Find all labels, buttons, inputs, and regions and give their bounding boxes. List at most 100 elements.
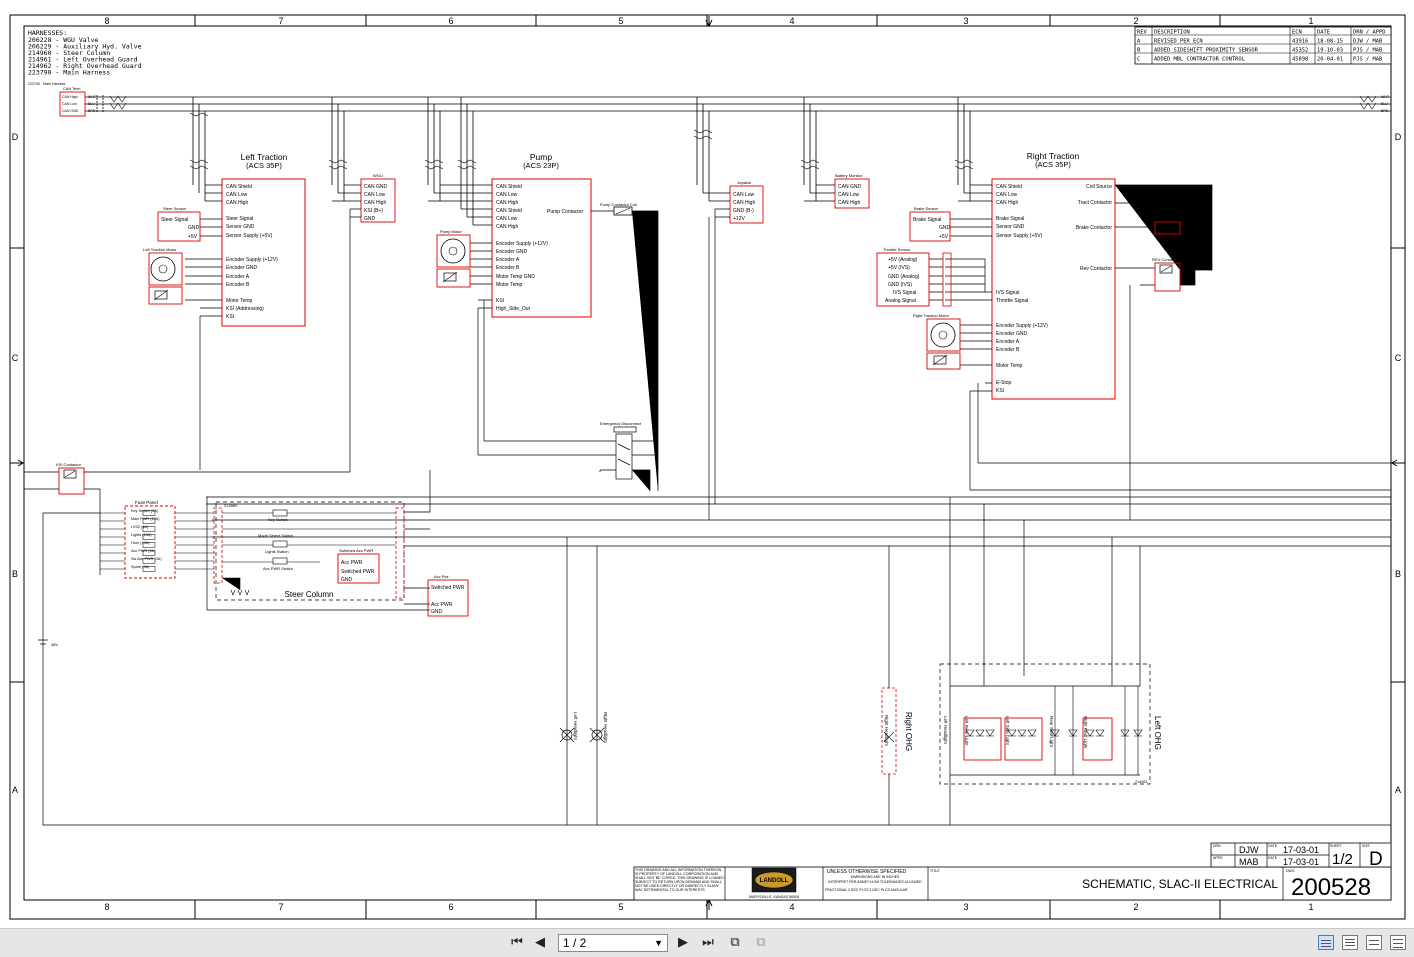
headlights bbox=[559, 537, 605, 825]
last-page-icon[interactable]: ⏭ bbox=[702, 935, 714, 950]
rt-pin: Throttle Signal bbox=[996, 298, 1028, 304]
fit-page-icon[interactable]: ⧉ bbox=[730, 935, 740, 950]
joystick-pin: +12V bbox=[733, 216, 745, 222]
acc-pwr-pin: GND bbox=[431, 609, 443, 615]
frame-column-label: 2 bbox=[1133, 16, 1138, 26]
rt-pin: IVS Signal bbox=[996, 290, 1019, 296]
unless-specified: UNLESS OTHERWISE SPECIFIED bbox=[827, 869, 907, 875]
joystick-title: Joystick bbox=[737, 180, 751, 185]
next-page-icon[interactable]: ▶ bbox=[678, 935, 688, 950]
steer-sensor-pin: GND bbox=[188, 225, 200, 231]
company-logo: LANDOLL bbox=[760, 878, 789, 884]
page-number-select[interactable]: 1 / 2 ▼ bbox=[558, 934, 668, 952]
pump-contactor-coil: Pump Contactor Coil bbox=[600, 202, 637, 216]
continuous-view-icon[interactable] bbox=[1342, 935, 1358, 950]
single-page-view-icon[interactable] bbox=[1318, 935, 1334, 950]
frame-column-label: 4 bbox=[789, 16, 794, 26]
wgu-pin: CAN High bbox=[364, 200, 386, 206]
can-term-pin: CAN GND bbox=[62, 109, 79, 113]
frame-column-label: 7 bbox=[278, 902, 283, 912]
can-term-pin: CAN High bbox=[62, 95, 78, 99]
rt-pin: Sensor Supply (+5V) bbox=[996, 233, 1043, 239]
harness-item: 214960 - Steer Column bbox=[28, 49, 110, 57]
frame-column-label: 6 bbox=[448, 902, 453, 912]
revision-cell: 20-04-01 bbox=[1317, 57, 1343, 63]
rt-pin: Sensor GND bbox=[996, 224, 1025, 230]
pump-pin: CAN Shield bbox=[496, 184, 522, 190]
switched-acc-pwr-title: Switched Acc PWR bbox=[339, 548, 373, 553]
steer-sensor: Steer Sensor Steer Signal GND +5V bbox=[157, 206, 201, 242]
revision-cell: 19-10-03 bbox=[1317, 48, 1343, 54]
throttle-pin: IVS Signal bbox=[893, 290, 916, 296]
two-page-continuous-icon[interactable] bbox=[1390, 935, 1406, 950]
right-ohg: Right Headlight Right OHG bbox=[881, 546, 913, 825]
frame-row-label: D bbox=[1395, 132, 1402, 142]
led-icon bbox=[1007, 729, 1017, 737]
acc-pwr-pin: Switched PWR bbox=[431, 585, 465, 591]
bus-wire-label: BLU bbox=[1381, 102, 1388, 106]
frame-column-label: 1 bbox=[1308, 902, 1313, 912]
pump-subtitle: (ACS 23P) bbox=[523, 161, 559, 170]
harness-item: 206229 - Auxiliary Hyd. Valve bbox=[28, 43, 142, 51]
switched-acc-pwr-pin: Switched PWR bbox=[341, 569, 375, 575]
throttle-pin: GND (IVS) bbox=[888, 282, 912, 288]
wgu-pin: GND bbox=[364, 216, 376, 222]
ksi-contactor-title: KSI Contactor bbox=[56, 462, 82, 467]
dwg-number: 200528 bbox=[1291, 874, 1371, 901]
brake-contactor: Brake Contactor bbox=[1150, 216, 1181, 235]
fuse-label: Horn (10A) bbox=[131, 541, 150, 545]
fuse-label: Lights (10A) bbox=[131, 533, 152, 537]
switched-acc-pwr-pin: Acc PWR bbox=[341, 560, 363, 566]
drn-date: 17-03-01 bbox=[1283, 845, 1319, 855]
lt-pin: Encoder B bbox=[226, 282, 250, 288]
left-ohg: Left Headlight Left Rear Light Left Side… bbox=[939, 497, 1162, 825]
drn-value: DJW bbox=[1239, 845, 1259, 855]
right-traction-controller: Right Traction (ACS 35P) CAN Shield CAN … bbox=[945, 151, 1213, 520]
battery-monitor: Battery Monitor CAN GND CAN Low CAN High bbox=[804, 173, 870, 209]
throttle-pin: GND (Analog) bbox=[888, 274, 920, 280]
fuse-label: Acc PWR (5A) bbox=[131, 549, 156, 553]
harness-item: 214962 - Right Overhead Guard bbox=[28, 62, 142, 70]
prev-page-icon[interactable]: ◀ bbox=[535, 935, 545, 950]
two-page-view-icon[interactable] bbox=[1366, 935, 1382, 950]
lt-pin: KSI bbox=[226, 314, 234, 320]
pump-pin: Motor Temp bbox=[496, 282, 523, 288]
first-page-icon[interactable]: ⏮ bbox=[511, 935, 523, 950]
brake-sensor-pin: GND bbox=[939, 225, 951, 231]
left-ohg-light-label: Left Headlight bbox=[943, 716, 948, 745]
emergency-disconnect-title: Emergency Disconnect bbox=[600, 421, 642, 426]
led-icon bbox=[1068, 729, 1078, 737]
bus-wire-label: BRN bbox=[1381, 109, 1389, 113]
steer-column-tag: 214960 bbox=[224, 503, 238, 508]
rt-pin: CAN Low bbox=[996, 192, 1018, 198]
battery-monitor-pin: CAN High bbox=[838, 200, 860, 206]
revision-cell: DJW / MAB bbox=[1353, 39, 1382, 45]
proprietary-notice: THIS DRAWING AND ALL INFORMATION THEREON… bbox=[635, 868, 724, 893]
pump-contactor-pin: Pump Contactor bbox=[547, 209, 583, 215]
title-block: DRN DJW APPD MAB DATE 17-03-01 DATE 17-0… bbox=[633, 842, 1392, 901]
switched-acc-pwr: Switched Acc PWR Acc PWR Switched PWR GN… bbox=[337, 548, 380, 584]
bus-wire-labels: WHT BLU BRN bbox=[1381, 95, 1390, 113]
pump-pin: CAN Low bbox=[496, 192, 518, 198]
can-term-wire: WHT bbox=[88, 95, 96, 99]
dims-note: DIMENSIONS ARE IN INCHES bbox=[851, 875, 900, 879]
fit-width-icon[interactable]: ⧉ bbox=[756, 935, 766, 950]
bus-wire-label: WHT bbox=[1381, 95, 1390, 99]
tolerance-note: INTERPRET PER ASMEY14.5M TOLERANCES ALLO… bbox=[828, 880, 922, 884]
brake-sensor-pin: +5V bbox=[939, 234, 949, 240]
rt-pin: Coil Source bbox=[1086, 184, 1112, 190]
pump-pin: CAN High bbox=[496, 200, 518, 206]
right-traction-title: Right Traction bbox=[1027, 151, 1080, 161]
frame-column-label: 3 bbox=[963, 902, 968, 912]
frame-row-label: A bbox=[1395, 785, 1401, 795]
led-icon bbox=[1085, 729, 1095, 737]
revision-cell: A bbox=[1137, 39, 1141, 45]
fuse-label: Spare (3A) bbox=[131, 565, 150, 569]
fuse-panel-title: Fuse Panel bbox=[135, 500, 158, 505]
lt-pin: Sensor GND bbox=[226, 224, 255, 230]
can-term-pin: CAN Low bbox=[62, 102, 77, 106]
revision-cell: C bbox=[1137, 57, 1140, 63]
left-ohg-label: Left OHG bbox=[1153, 716, 1162, 750]
can-term-title: CAN Term bbox=[63, 87, 80, 91]
